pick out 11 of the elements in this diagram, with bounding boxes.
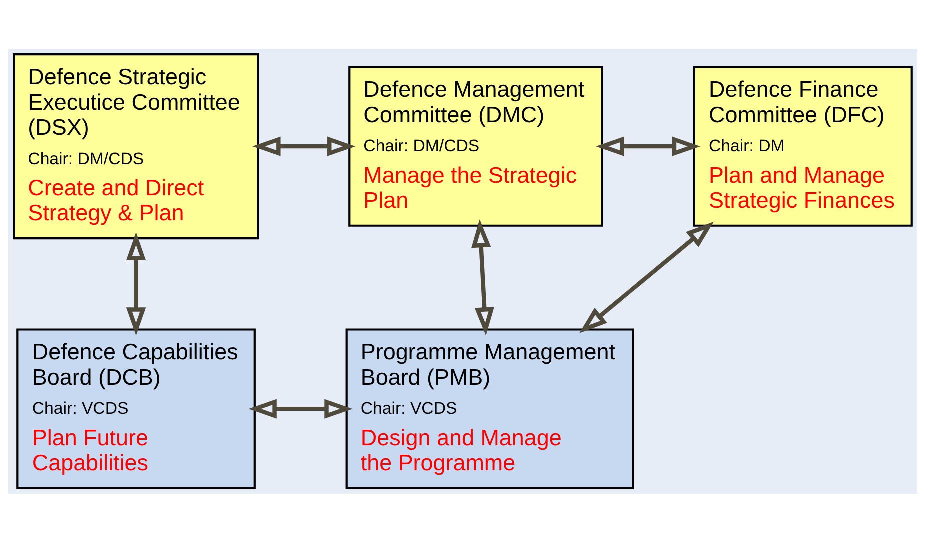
node-box: Defence Capabilities Board (DCB) Chair: VCDS Plan Future Capabilities	[16, 328, 256, 489]
arrow	[580, 221, 714, 333]
arrow	[472, 219, 494, 336]
arrow	[596, 136, 701, 156]
node-box: Defence Finance Committee (DFC) Chair: DM Plan and Manage Strategic Finances	[693, 66, 913, 226]
node-box: Defence Strategic Executice Committee (DSX) Chair: DM/CDS Create and Direct Strategy & Plan	[13, 53, 260, 240]
arrow	[252, 136, 356, 156]
arrow	[126, 232, 146, 336]
arrow	[248, 398, 353, 418]
node-box: Programme Management Board (PMB) Chair: VCDS Design and Manage the Programme	[346, 328, 634, 489]
node-box: Defence Management Committee (DMC) Chair: DM/CDS Manage the Strategic Plan	[348, 66, 604, 226]
